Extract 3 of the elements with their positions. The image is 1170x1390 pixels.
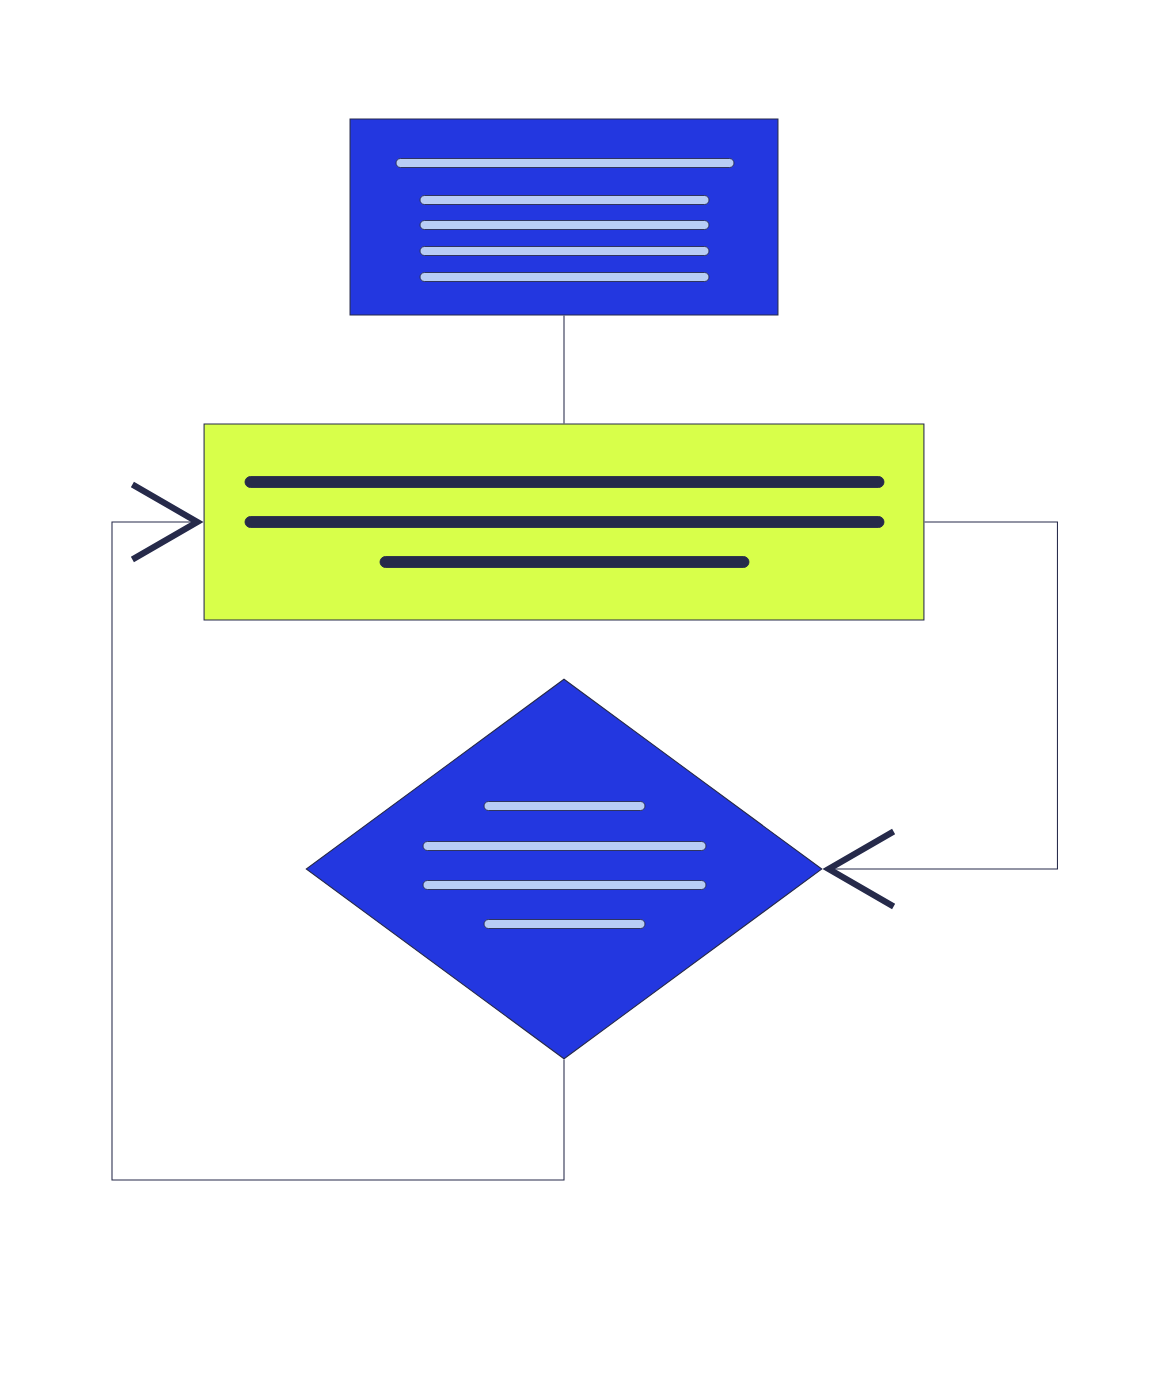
- connector-arrow: [111, 481, 565, 1181]
- connector-arrow: [822, 521, 1058, 910]
- decision-diamond: [305, 678, 823, 1060]
